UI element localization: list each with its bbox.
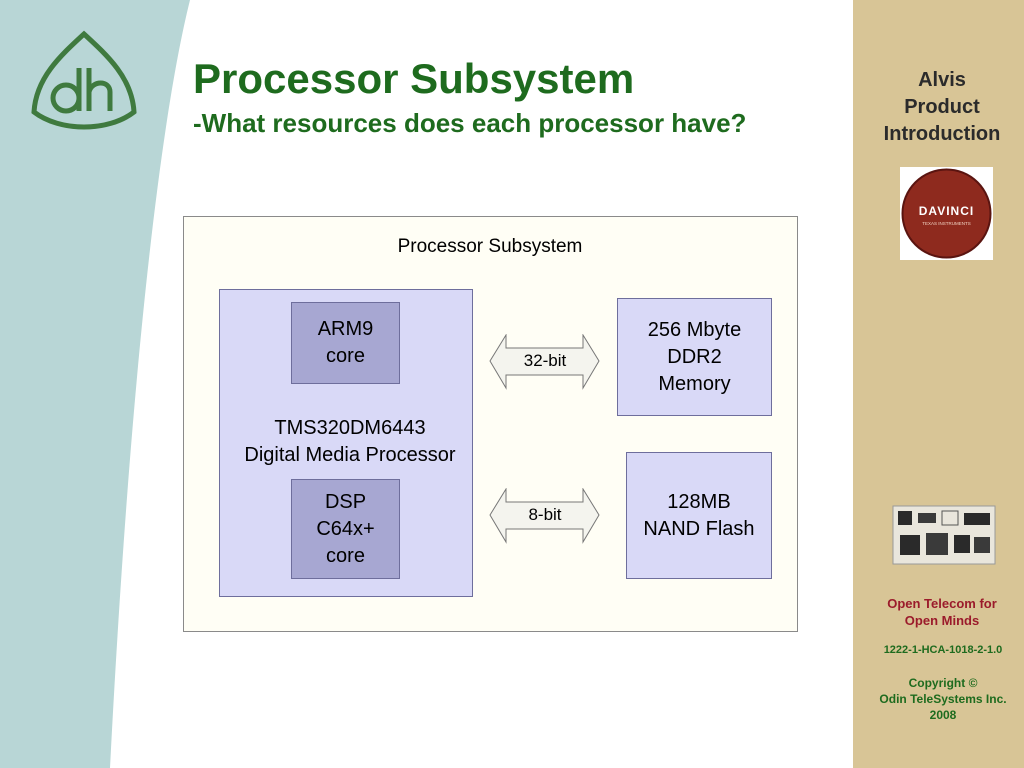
davinci-logo-subtext: TEXAS INSTRUMENTS — [922, 221, 971, 226]
right-sidebar — [853, 0, 1024, 768]
processor-label: TMS320DM6443 Digital Media Processor — [244, 417, 456, 466]
nand-flash-box: 128MB NAND Flash — [626, 452, 772, 579]
presentation-title: Alvis Product Introduction — [883, 69, 1001, 145]
nand-bus-arrow — [489, 488, 600, 544]
slide-subtitle: -What resources does each processor have… — [193, 108, 747, 138]
odin-logo — [31, 30, 137, 130]
ddr-bus-label: 32-bit — [523, 351, 567, 370]
slide-title: Processor Subsystem — [193, 55, 635, 102]
document-number: 1222-1-HCA-1018-2-1.0 — [883, 644, 1003, 656]
ddr-memory-box: 256 Mbyte DDR2 Memory — [617, 298, 772, 416]
module-board-image — [892, 505, 996, 565]
diagram-title: Processor Subsystem — [397, 236, 583, 257]
dsp-core-box: DSP C64x+ core — [291, 479, 400, 579]
ddr-bus-arrow — [489, 334, 600, 390]
davinci-logo-text: DAVINCI — [919, 204, 974, 218]
arm-core-box: ARM9 core — [291, 302, 400, 384]
copyright-notice: Copyright © Odin TeleSystems Inc. 2008 — [879, 676, 1007, 722]
davinci-logo: DAVINCI TEXAS INSTRUMENTS — [900, 167, 993, 260]
nand-bus-label: 8-bit — [528, 505, 562, 524]
tagline: Open Telecom for Open Minds — [887, 596, 997, 628]
